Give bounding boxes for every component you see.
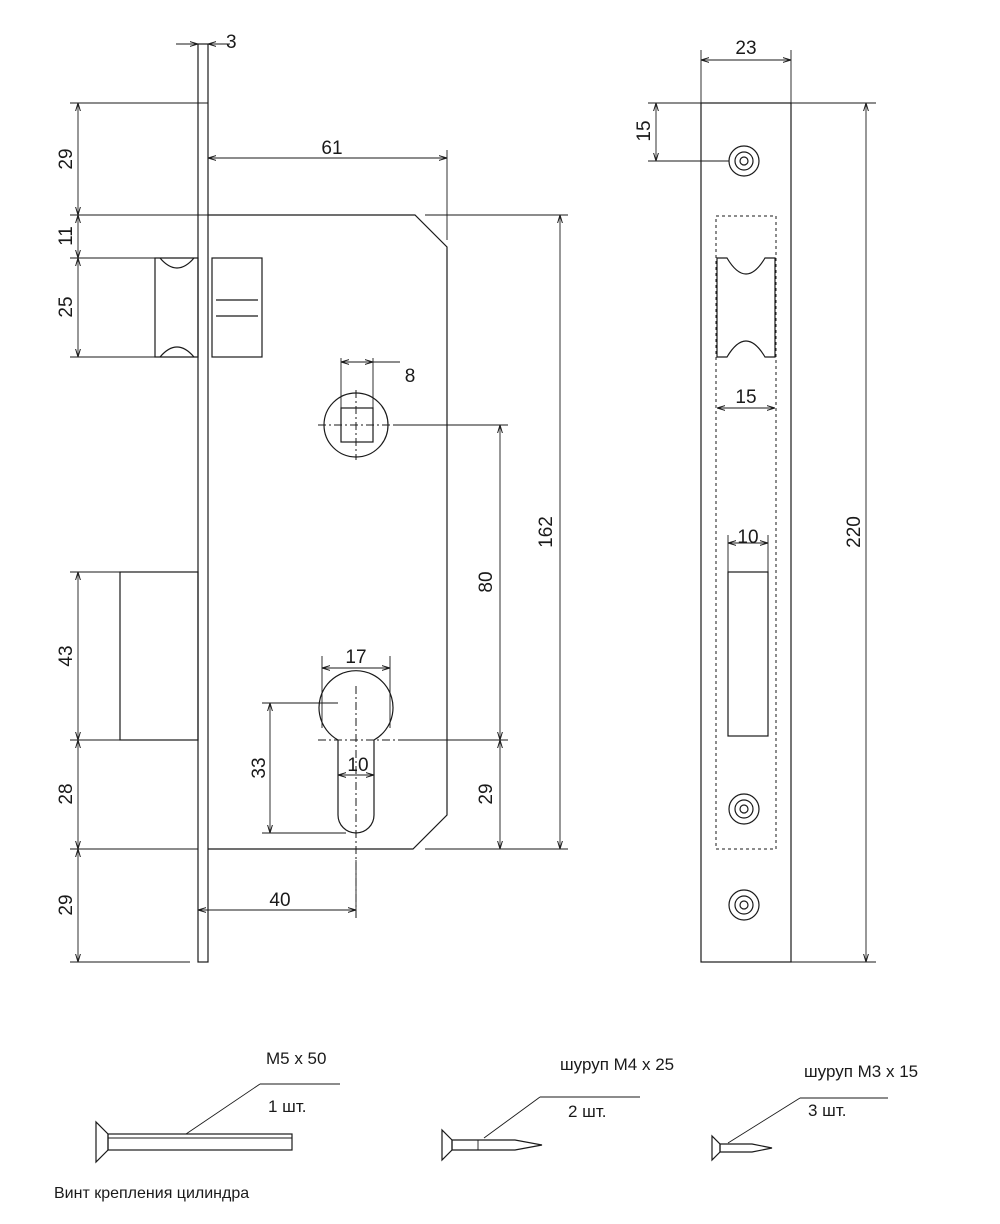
dim-latch-height: 25 xyxy=(56,296,77,317)
dim-cylinder-slot: 10 xyxy=(347,755,368,776)
deadbolt xyxy=(119,571,199,741)
dim-strike-width: 23 xyxy=(735,38,756,59)
strike-dashed-outline xyxy=(715,215,777,850)
dim-strike-height: 220 xyxy=(844,516,865,548)
hardware-3-size: шуруп М3 x 15 xyxy=(804,1062,918,1081)
hardware-1-qty: 1 шт. xyxy=(268,1097,306,1116)
screw-hole-middle xyxy=(728,793,760,825)
cylinder-screw-drawing xyxy=(95,1083,340,1164)
cylinder-hole xyxy=(318,670,398,918)
screw-hole-bottom xyxy=(728,889,760,921)
strike-plate-view: 23 15 15 10 220 xyxy=(634,38,876,963)
screw-m4-drawing xyxy=(441,1096,640,1162)
dim-deadbolt-height: 43 xyxy=(56,645,77,666)
dim-bottom-offset: 29 xyxy=(56,894,77,915)
hardware-2-size: шуруп М4 x 25 xyxy=(560,1055,674,1074)
latch xyxy=(154,257,263,358)
cylinder-screw-caption: Винт крепления цилиндра xyxy=(54,1185,249,1202)
dimension-lines xyxy=(78,44,560,962)
dim-top-offset: 29 xyxy=(56,148,77,169)
dimension-labels: 3 29 11 25 61 8 162 80 43 17 33 10 28 29… xyxy=(56,32,557,916)
extension-lines xyxy=(70,102,568,963)
lock-body-view: 3 29 11 25 61 8 162 80 43 17 33 10 28 29… xyxy=(56,32,568,963)
faceplate xyxy=(197,43,209,963)
dim-backset: 40 xyxy=(269,890,290,911)
dim-lower-offset: 28 xyxy=(56,783,77,804)
hardware-section: M5 x 50 1 шт. шуруп М4 x 25 2 шт. шуруп … xyxy=(54,1049,918,1202)
dim-cylinder-height: 33 xyxy=(249,757,270,778)
dim-strike-top-hole: 15 xyxy=(634,120,655,141)
latch-window xyxy=(716,257,776,358)
dim-body-height: 162 xyxy=(536,516,557,548)
strike-plate xyxy=(700,102,792,963)
dim-depth: 61 xyxy=(321,138,342,159)
hardware-2-qty: 2 шт. xyxy=(568,1102,606,1121)
hardware-1-size: M5 x 50 xyxy=(266,1049,326,1068)
dim-strike-bolt-window: 10 xyxy=(737,527,758,548)
bolt-window xyxy=(727,571,769,737)
dim-center-distance: 80 xyxy=(476,571,497,592)
hardware-3-qty: 3 шт. xyxy=(808,1101,846,1120)
dim-bottom-cyl-offset: 29 xyxy=(476,783,497,804)
screw-m3-drawing xyxy=(711,1097,888,1162)
spindle-hole xyxy=(318,390,395,460)
dim-strike-window-width: 15 xyxy=(735,387,756,408)
dim-gap: 11 xyxy=(56,226,77,246)
dim-spindle: 8 xyxy=(405,366,416,387)
screw-hole-top xyxy=(728,145,760,177)
dim-faceplate-thickness: 3 xyxy=(226,32,237,53)
dim-cylinder-width: 17 xyxy=(345,647,366,668)
lock-case xyxy=(208,214,448,850)
